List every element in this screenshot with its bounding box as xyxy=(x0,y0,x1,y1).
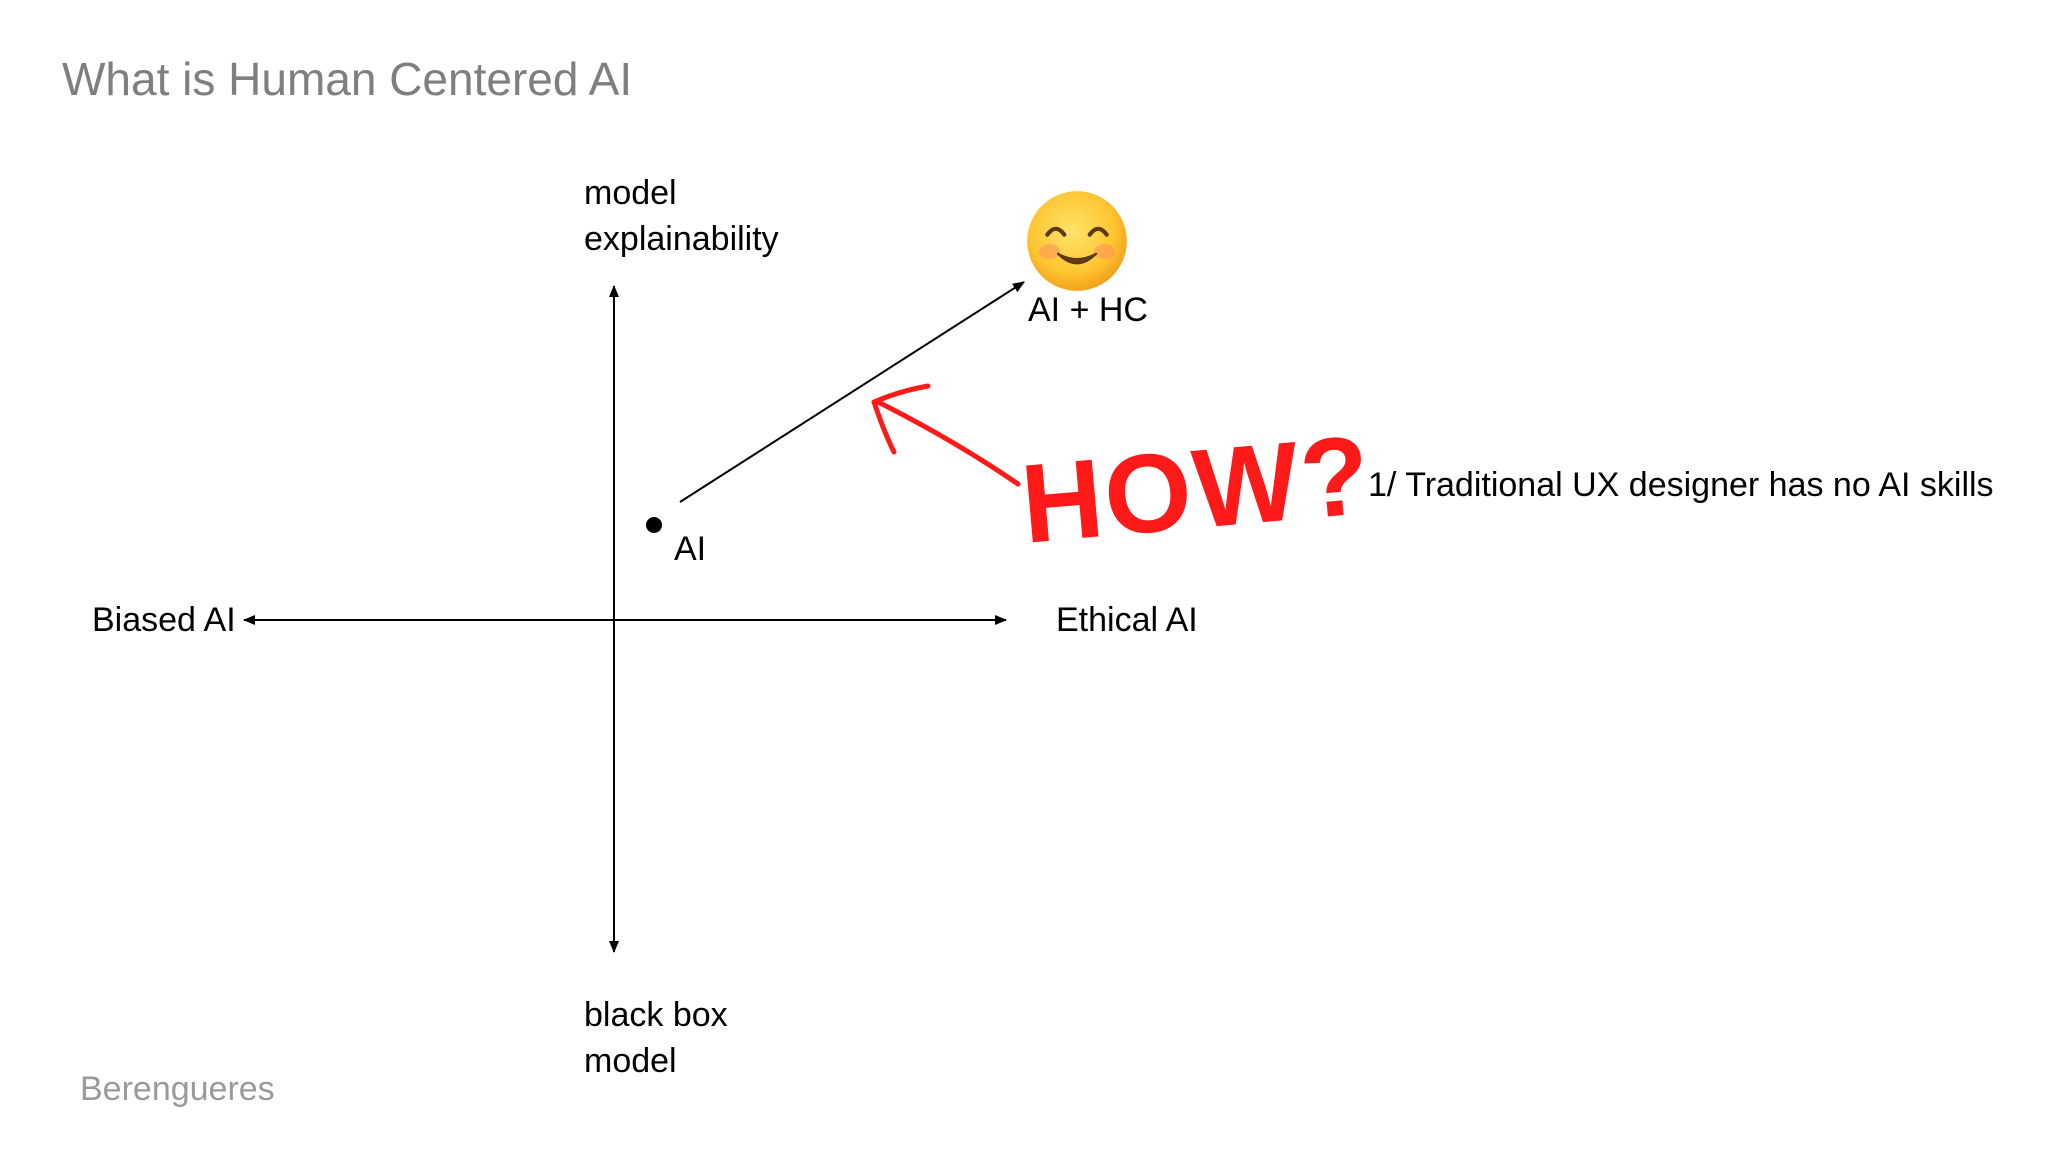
ai-point xyxy=(646,517,662,533)
axis-label-bottom-line1: black box xyxy=(584,996,728,1034)
axis-label-top: model explainability xyxy=(584,170,779,262)
axis-label-right: Ethical AI xyxy=(1056,601,1198,639)
smiling-face-icon xyxy=(1027,191,1127,291)
note-text: 1/ Traditional UX designer has no AI ski… xyxy=(1368,466,1994,504)
axis-label-top-line2: explainability xyxy=(584,220,779,258)
ai-point-label: AI xyxy=(674,530,707,568)
hand-drawn-arrow-icon xyxy=(871,383,1021,487)
axis-label-left: Biased AI xyxy=(92,601,236,639)
axis-label-top-line1: model xyxy=(584,174,677,212)
improvement-arrow xyxy=(679,281,1025,503)
target-point-label: AI + HC xyxy=(1028,291,1148,329)
axis-label-bottom: black box model xyxy=(584,992,728,1084)
page-title: What is Human Centered AI xyxy=(62,53,633,105)
footer-author: Berengueres xyxy=(80,1070,275,1108)
axis-label-bottom-line2: model xyxy=(584,1042,677,1080)
